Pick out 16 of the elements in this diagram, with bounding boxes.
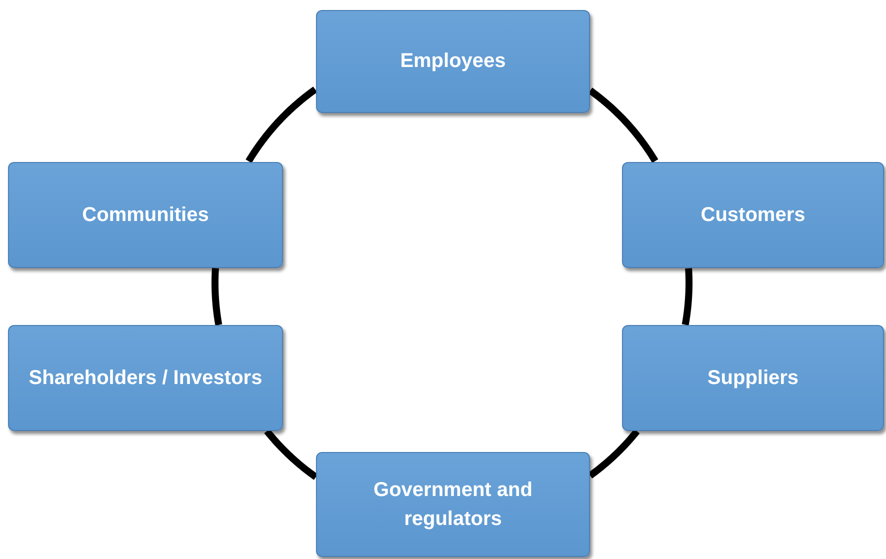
connector-arc [588,88,658,164]
connector-arc [212,265,222,328]
stakeholder-label: Employees [399,49,507,74]
stakeholder-box [622,325,884,431]
stakeholder-box [316,452,590,557]
stakeholder-box [8,325,283,431]
stakeholder-label: Communities [81,202,210,228]
stakeholder-box [622,162,884,268]
stakeholder-label: Customers [700,202,806,228]
connector-arc [682,265,692,328]
stakeholder-box [316,10,590,113]
stakeholder-label: Shareholders / Investors [28,366,264,390]
connector-arc [246,86,318,164]
stakeholder-box [8,162,283,268]
stakeholder-label: Suppliers [706,366,800,390]
stakeholder-label: Government and regulators [372,478,534,532]
